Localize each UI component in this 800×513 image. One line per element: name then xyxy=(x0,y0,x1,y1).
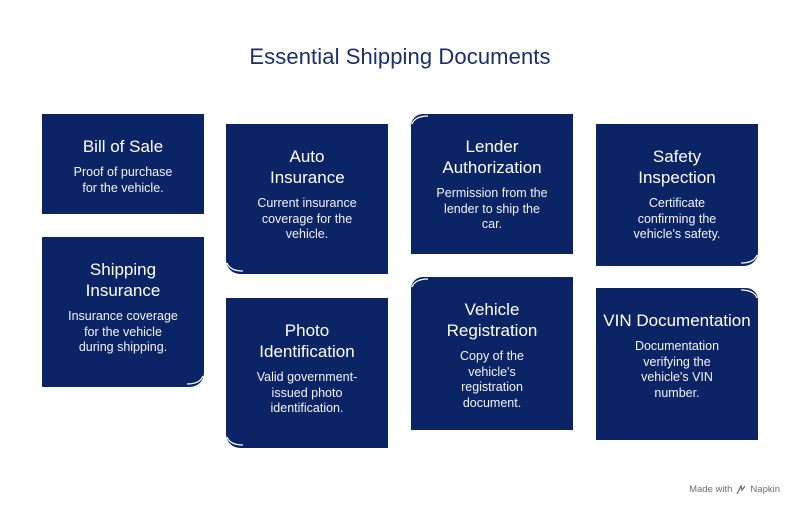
card-description: Proof of purchase for the vehicle. xyxy=(73,165,173,195)
card-heading: Shipping Insurance xyxy=(85,260,161,300)
page-title: Essential Shipping Documents xyxy=(249,44,551,69)
watermark-prefix: Made with xyxy=(689,484,733,495)
card-shipping-insurance: Shipping Insurance Insurance coverage fo… xyxy=(42,237,204,387)
card-heading: Safety Inspection xyxy=(638,147,716,187)
napkin-logo-icon xyxy=(736,484,746,494)
card-description: Current insurance coverage for the vehic… xyxy=(257,196,357,241)
card-heading: Lender Authorization xyxy=(442,137,542,177)
card-vin-documentation: VIN Documentation Documentation verifyin… xyxy=(596,288,758,440)
card-photo-identification: Photo Identification Valid government-is… xyxy=(226,298,388,448)
card-description: Insurance coverage for the vehicle durin… xyxy=(68,309,178,354)
card-auto-insurance: Auto Insurance Current insurance coverag… xyxy=(226,124,388,274)
card-vehicle-registration: Vehicle Registration Copy of the vehicle… xyxy=(411,277,573,430)
card-heading: Auto Insurance xyxy=(270,147,345,187)
card-description: Copy of the vehicle's registration docum… xyxy=(460,349,524,410)
card-heading: Photo Identification xyxy=(259,321,355,361)
watermark-brand: Napkin xyxy=(750,484,780,495)
card-description: Valid government-issued photo identifica… xyxy=(256,370,358,415)
watermark[interactable]: Made with Napkin xyxy=(689,484,780,495)
card-bill-of-sale: Bill of Sale Proof of purchase for the v… xyxy=(42,114,204,214)
card-description: Certificate confirming the vehicle's saf… xyxy=(633,196,721,241)
card-heading: Bill of Sale xyxy=(82,137,164,156)
card-description: Permission from the lender to ship the c… xyxy=(436,186,548,231)
card-heading: VIN Documentation xyxy=(603,311,751,330)
card-lender-authorization: Lender Authorization Permission from the… xyxy=(411,114,573,254)
card-description: Documentation verifying the vehicle's VI… xyxy=(634,339,720,400)
card-safety-inspection: Safety Inspection Certificate confirming… xyxy=(596,124,758,266)
card-heading: Vehicle Registration xyxy=(446,300,538,340)
